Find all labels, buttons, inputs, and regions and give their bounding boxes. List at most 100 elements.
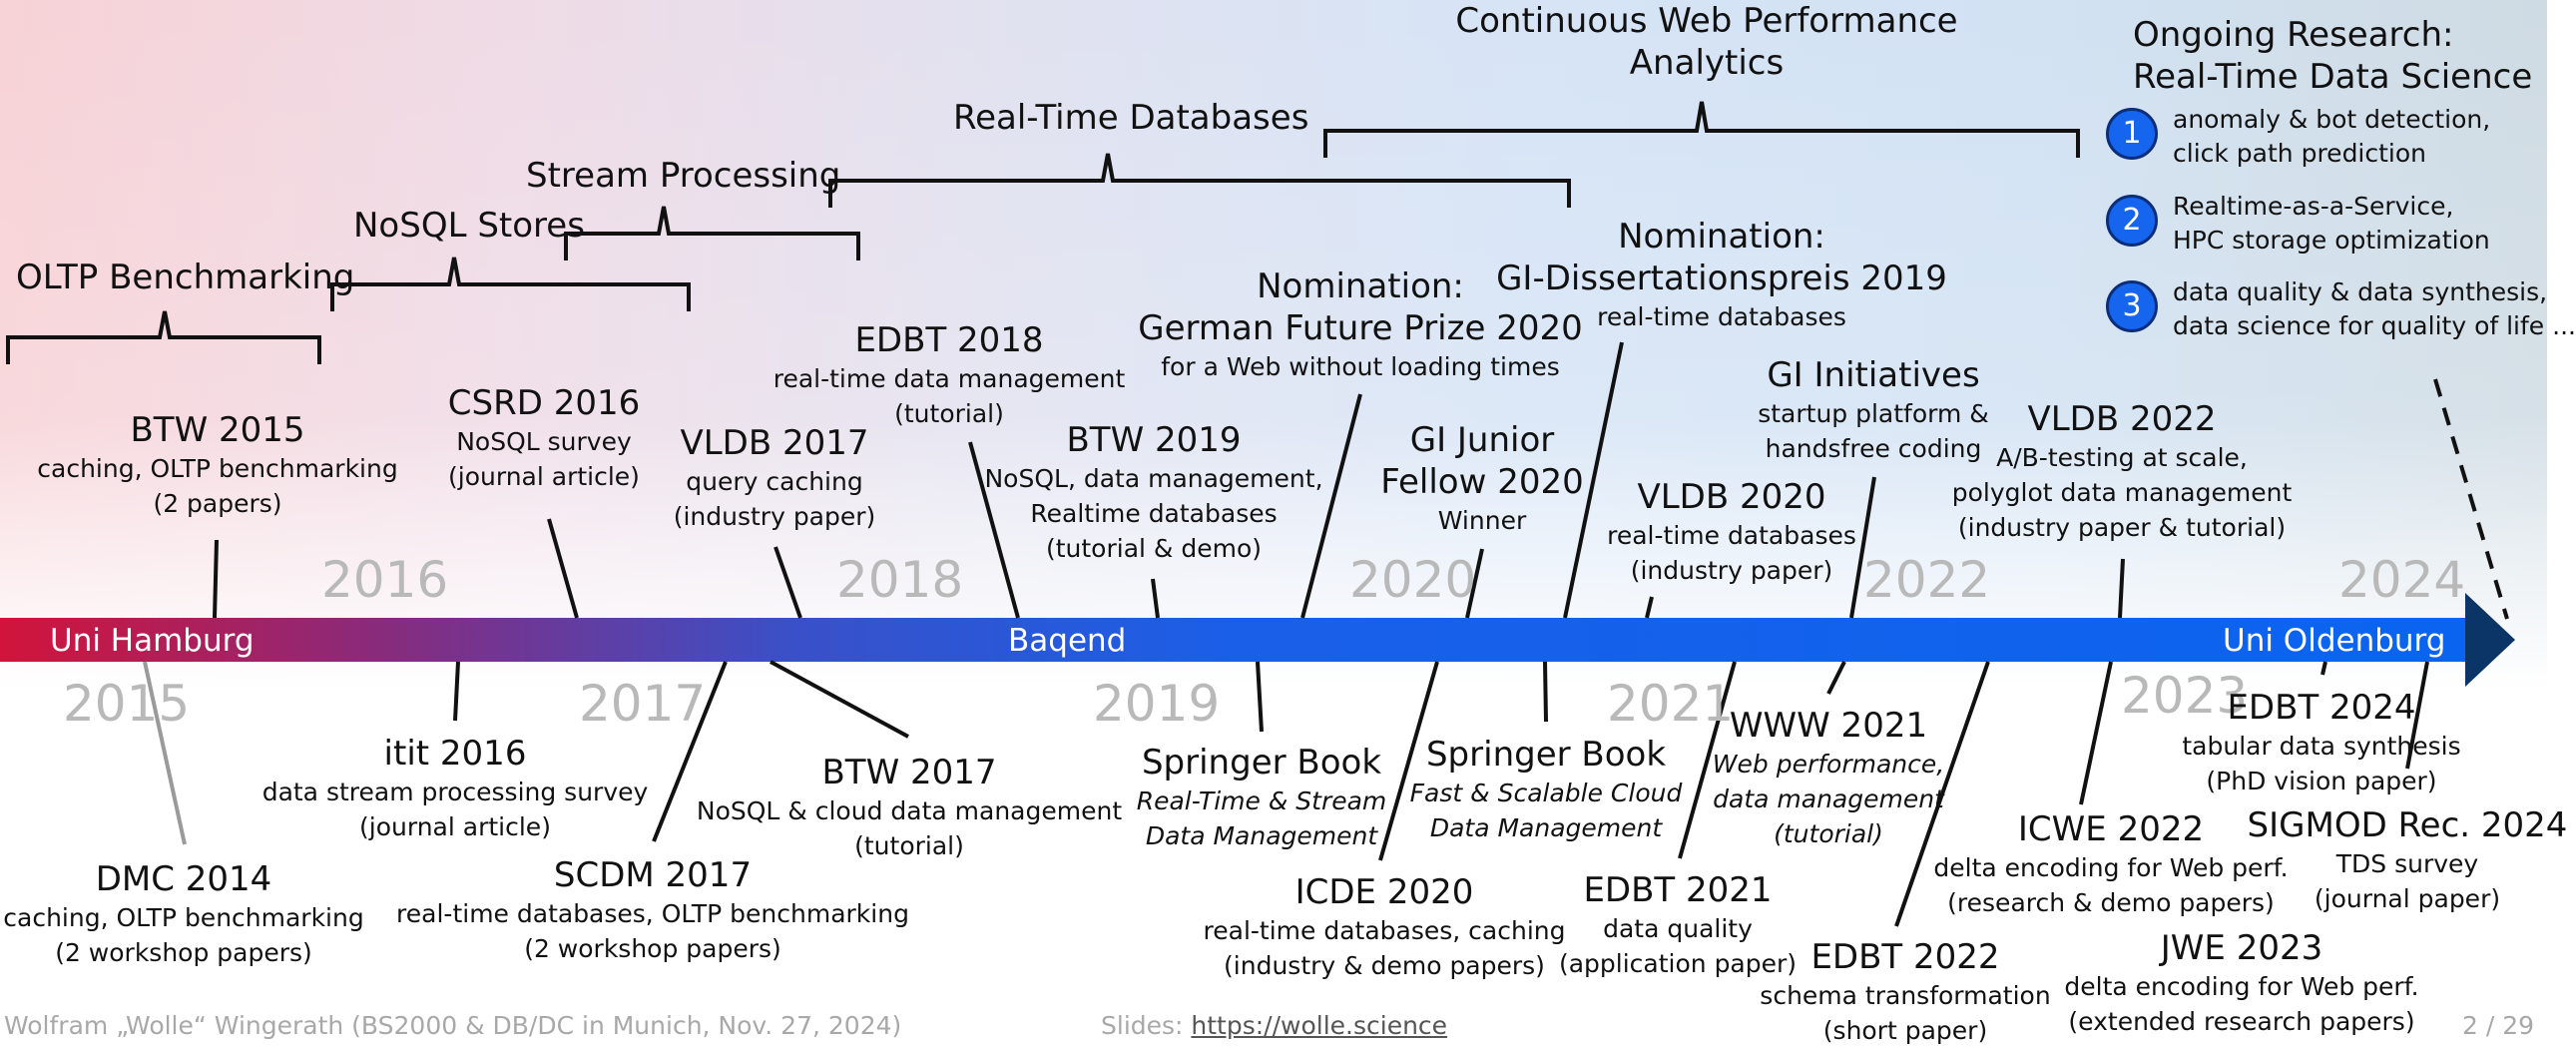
timeline-arrowhead — [2465, 593, 2515, 687]
event-springer-book-1: Springer Book Real-Time & Stream Data Ma… — [1137, 742, 1387, 853]
event-vldb2017: VLDB 2017 query caching (industry paper) — [674, 422, 876, 534]
event-edbt2018-desc1: real-time data management — [773, 364, 1126, 393]
event-btw2019-desc1: NoSQL, data management, — [984, 464, 1323, 493]
brace-cwpa — [1323, 101, 2080, 158]
event-btw2017: BTW 2017 NoSQL & cloud data management (… — [697, 752, 1122, 863]
event-btw2015: BTW 2015 caching, OLTP benchmarking (2 p… — [37, 409, 397, 521]
connector-nomgi — [1563, 341, 1624, 619]
year-label-2018: 2018 — [836, 551, 964, 609]
topic-oltp: OLTP Benchmarking — [16, 258, 355, 297]
event-dmc2014-desc1: caching, OLTP benchmarking — [3, 903, 364, 932]
event-vldb2017-title: VLDB 2017 — [680, 423, 869, 463]
event-itit2016-desc1: data stream processing survey — [261, 778, 649, 806]
event-www2021-desc2: data management — [1713, 785, 1944, 813]
event-edbt2024: EDBT 2024 tabular data synthesis (PhD vi… — [2182, 687, 2460, 798]
event-scdm2017: SCDM 2017 real-time databases, OLTP benc… — [396, 854, 909, 966]
year-label-2024: 2024 — [2338, 551, 2466, 609]
ongoing-item-1: anomaly & bot detection, click path pred… — [2173, 103, 2490, 171]
brace-rtdb — [828, 153, 1571, 208]
year-label-2021: 2021 — [1607, 675, 1735, 733]
event-springer1-title: Springer Book — [1141, 743, 1382, 783]
topic-cwpa: Continuous Web Performance Analytics — [1347, 0, 2066, 84]
footer-page-number: 2 / 29 — [2462, 1011, 2535, 1040]
year-label-2015: 2015 — [63, 675, 191, 733]
ongoing-item-2-line1: Realtime-as-a-Service, — [2173, 192, 2454, 221]
event-edbt2021: EDBT 2021 data quality (application pape… — [1559, 869, 1797, 981]
event-csrd2016-desc2: (journal article) — [448, 462, 640, 491]
event-www2021-title: WWW 2021 — [1729, 706, 1928, 746]
event-vldb2020-title: VLDB 2020 — [1637, 477, 1826, 517]
event-gi-junior-desc1: Winner — [1437, 506, 1527, 535]
event-csrd2016-title: CSRD 2016 — [447, 383, 641, 423]
event-icwe2022: ICWE 2022 delta encoding for Web perf. (… — [1933, 808, 2288, 920]
topic-braces — [6, 101, 2080, 364]
event-dmc2014-title: DMC 2014 — [95, 859, 272, 899]
event-scdm2017-title: SCDM 2017 — [553, 855, 753, 895]
connector-vldb2020 — [1645, 596, 1654, 619]
event-www2021: WWW 2021 Web performance, data managemen… — [1713, 705, 1944, 851]
ongoing-title-line1: Ongoing Research: — [2133, 15, 2454, 55]
ongoing-item-3-line2: data science for quality of life ... — [2173, 311, 2576, 340]
topic-stream: Stream Processing — [526, 156, 841, 196]
ongoing-badge-1: 1 — [2106, 108, 2158, 160]
event-jwe2023: JWE 2023 delta encoding for Web perf. (e… — [2064, 927, 2418, 1039]
year-label-2016: 2016 — [321, 551, 449, 609]
bar-label-baqend: Baqend — [1008, 623, 1127, 659]
event-csrd2016-desc1: NoSQL survey — [456, 427, 632, 456]
connectors-above — [213, 341, 2125, 619]
event-vldb2022-desc3: (industry paper & tutorial) — [1957, 513, 2287, 542]
ongoing-item-2-line2: HPC storage optimization — [2173, 226, 2490, 255]
event-scdm2017-desc1: real-time databases, OLTP benchmarking — [396, 899, 909, 928]
event-nomination-gi-title1: Nomination: — [1618, 217, 1825, 257]
event-vldb2020: VLDB 2020 real-time databases (industry … — [1607, 476, 1856, 588]
year-label-2023: 2023 — [2121, 667, 2249, 725]
event-csrd2016: CSRD 2016 NoSQL survey (journal article) — [448, 382, 640, 494]
event-nomination-gi-title2: GI-Dissertationspreis 2019 — [1496, 259, 1947, 298]
topic-cwpa-line2: Analytics — [1629, 43, 1785, 83]
connector-itit2016 — [453, 661, 460, 722]
connector-scdm2017 — [652, 661, 728, 842]
event-nomination-gfp-desc1: for a Web without loading times — [1161, 352, 1560, 381]
event-jwe2023-desc1: delta encoding for Web perf. — [2064, 972, 2419, 1001]
event-nomination-gi: Nomination: GI-Dissertationspreis 2019 r… — [1496, 216, 1947, 334]
event-btw2019-desc3: (tutorial & demo) — [1045, 534, 1263, 563]
bar-label-uni-oldenburg: Uni Oldenburg — [2223, 623, 2446, 659]
event-vldb2020-desc2: (industry paper) — [1630, 556, 1833, 585]
connector-springer2 — [1543, 661, 1548, 723]
footer-slides-link[interactable]: https://wolle.science — [1191, 1011, 1448, 1040]
event-itit2016-desc2: (journal article) — [359, 812, 551, 841]
ongoing-badge-3: 3 — [2106, 280, 2158, 332]
connector-csrd2016 — [547, 518, 579, 619]
event-www2021-desc3: (tutorial) — [1774, 819, 1883, 848]
event-springer2-desc2: Data Management — [1429, 813, 1663, 842]
event-sigmod2024-desc1: TDS survey — [2335, 849, 2479, 878]
connector-icwe2022 — [2079, 661, 2113, 805]
event-vldb2020-desc1: real-time databases — [1607, 521, 1856, 550]
event-gi-junior-title2: Fellow 2020 — [1380, 462, 1584, 502]
connector-dmc2014 — [143, 661, 187, 845]
event-www2021-desc1: Web performance, — [1712, 750, 1945, 779]
event-edbt2022: EDBT 2022 schema transformation (short p… — [1760, 936, 2050, 1048]
connector-icde2020 — [1378, 661, 1439, 861]
event-icde2020: ICDE 2020 real-time databases, caching (… — [1204, 871, 1566, 983]
event-gi-initiatives-desc2: handsfree coding — [1765, 434, 1982, 463]
event-dmc2014-desc2: (2 workshop papers) — [55, 938, 312, 967]
event-gi-junior-title1: GI Junior — [1409, 420, 1555, 460]
event-sigmod2024-desc2: (journal paper) — [2314, 884, 2501, 913]
event-icde2020-desc2: (industry & demo papers) — [1224, 951, 1545, 980]
connector-giinit — [1849, 476, 1876, 619]
event-nomination-gfp-title2: German Future Prize 2020 — [1138, 308, 1583, 348]
event-btw2015-desc2: (2 papers) — [153, 489, 282, 518]
year-label-2020: 2020 — [1349, 551, 1477, 609]
event-nomination-gi-desc1: real-time databases — [1597, 302, 1846, 331]
event-vldb2017-desc1: query caching — [686, 467, 863, 496]
year-label-2019: 2019 — [1093, 675, 1221, 733]
connector-btw2017 — [770, 660, 909, 739]
event-edbt2024-title: EDBT 2024 — [2227, 688, 2416, 728]
event-btw2015-title: BTW 2015 — [130, 410, 305, 450]
event-gi-junior-fellow: GI Junior Fellow 2020 Winner — [1380, 419, 1583, 538]
event-edbt2021-title: EDBT 2021 — [1583, 870, 1773, 910]
event-sigmod2024: SIGMOD Rec. 2024 TDS survey (journal pap… — [2248, 804, 2568, 916]
